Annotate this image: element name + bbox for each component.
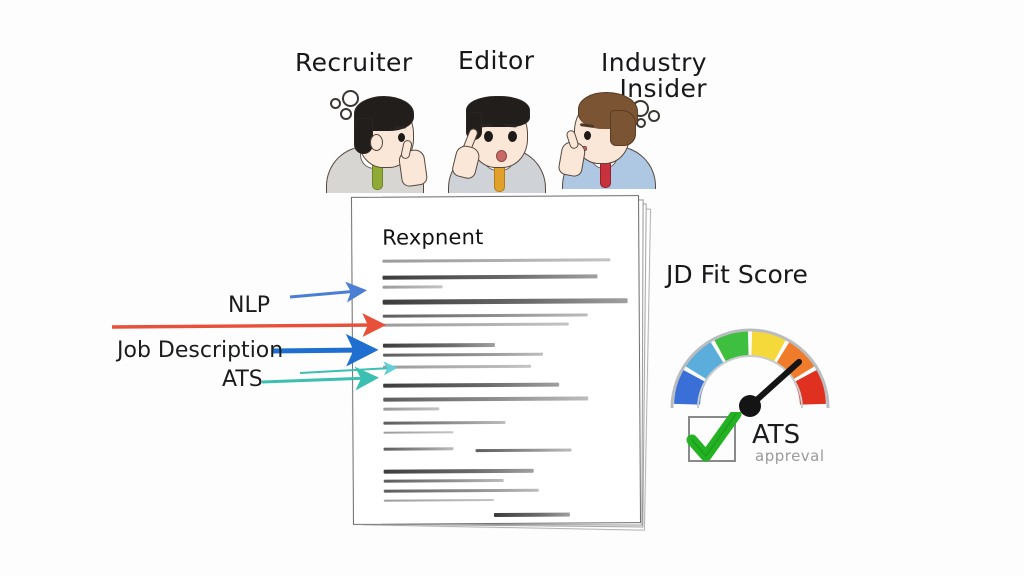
gauge-inner-rim xyxy=(697,355,803,409)
resume-text-line xyxy=(493,512,570,518)
resume-sheet-front: Rexpnent xyxy=(351,195,641,525)
ats-checkmark-icon xyxy=(686,412,742,462)
arrow-label-nlp: NLP xyxy=(228,293,270,318)
resume-text-line xyxy=(383,488,539,493)
gauge-segments xyxy=(674,330,826,405)
resume-text-line xyxy=(383,447,454,451)
person-industry-insider xyxy=(548,84,674,189)
resume-text-line xyxy=(382,285,443,289)
person-label-editor: Editor xyxy=(458,46,535,75)
resume-text-line xyxy=(475,448,572,453)
recruiter-sideburn xyxy=(354,118,373,154)
recruiter-eye xyxy=(398,133,405,142)
resume-text-line xyxy=(382,343,495,348)
resume-text-line xyxy=(382,313,588,318)
resume-text-line xyxy=(382,258,611,263)
gauge-hub xyxy=(739,395,761,417)
arrow-job-description xyxy=(271,333,379,367)
person-recruiter xyxy=(322,88,442,193)
resume-text-line xyxy=(383,396,589,402)
resume-text-line xyxy=(383,431,454,434)
thought-bubble-small-2 xyxy=(340,108,352,120)
resume-document-stack[interactable]: Rexpnent xyxy=(351,195,652,536)
gauge-segment-green xyxy=(713,330,749,363)
editor-eye-left xyxy=(484,131,493,142)
resume-text-line xyxy=(383,364,532,369)
person-label-recruiter: Recruiter xyxy=(295,48,413,77)
gauge-segment-light-blue xyxy=(685,341,724,380)
gauge-svg xyxy=(670,328,830,417)
ats-approval-sublabel: appreval xyxy=(755,447,825,465)
resume-text-line xyxy=(382,298,628,305)
arrow-nlp xyxy=(289,281,367,303)
gauge-segment-yellow xyxy=(751,330,787,363)
thought-bubble-small xyxy=(330,98,341,109)
gauge-segment-blue xyxy=(674,369,707,405)
thought-bubble-medium xyxy=(342,90,359,107)
editor-mouth xyxy=(496,150,507,162)
resume-text-line xyxy=(382,274,598,280)
resume-text-line xyxy=(383,382,560,388)
resume-text-line xyxy=(383,499,494,502)
resume-text-line xyxy=(383,407,440,411)
insider-thought-bubble-small xyxy=(648,110,660,122)
resume-text-line xyxy=(382,322,569,327)
resume-body-lines xyxy=(352,196,638,518)
resume-title: Rexpnent xyxy=(382,225,484,250)
jd-fit-score-gauge xyxy=(660,300,840,420)
resume-text-line xyxy=(383,420,506,425)
recruiter-ear xyxy=(370,134,383,151)
gauge-segment-red xyxy=(793,369,826,405)
gauge-title: JD Fit Score xyxy=(666,260,808,289)
person-label-industry-insider: Industry Insider xyxy=(600,48,707,104)
insider-eye xyxy=(584,131,591,140)
resume-text-line xyxy=(382,352,543,357)
insider-hair-back xyxy=(610,110,636,146)
ats-approval-label: ATS xyxy=(752,420,801,450)
person-editor xyxy=(440,88,556,193)
gauge-needle xyxy=(747,358,803,409)
resume-text-line xyxy=(383,478,504,483)
arrow-unlabeled-red xyxy=(111,313,387,338)
resume-text-line xyxy=(383,468,534,474)
arrow-label-ats: ATS xyxy=(222,367,263,392)
editor-eye-right xyxy=(508,131,517,142)
ats-approval-check xyxy=(686,412,742,464)
gauge-outer-rim xyxy=(670,328,830,409)
arrow-label-job-description: Job Description xyxy=(117,338,284,363)
